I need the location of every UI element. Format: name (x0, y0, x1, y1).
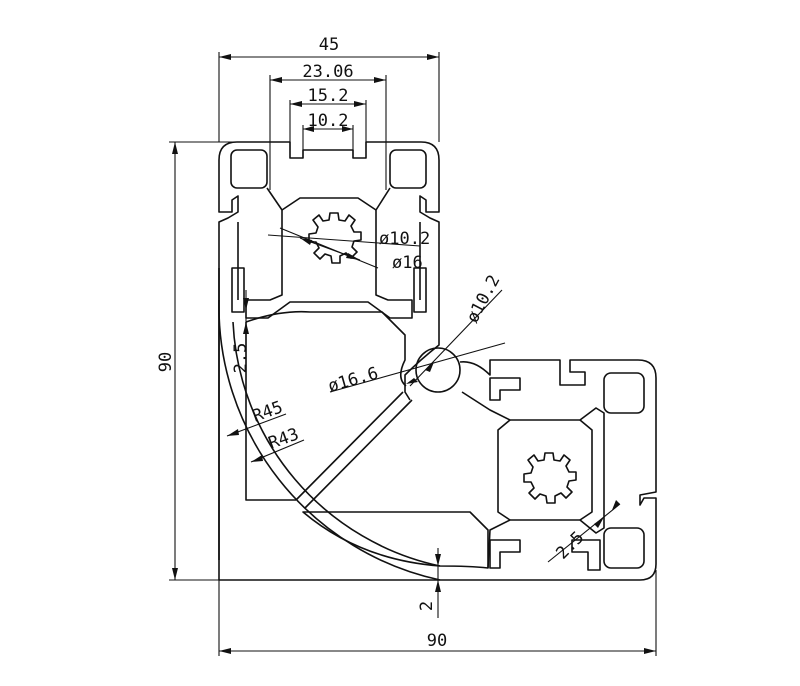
dim-r43-label: R43 (266, 424, 302, 453)
dim-bore-16-label: ø16 (392, 253, 423, 273)
dim-wall-right-label: 2.5 (552, 528, 588, 564)
dim-height-90-label: 90 (156, 352, 176, 372)
dim-r45-label: R45 (250, 397, 286, 426)
dim-wall-right: 2.5 (547, 500, 621, 564)
dim-45: 45 (218, 35, 440, 142)
dim-wall-bottom: 2 (417, 548, 441, 618)
dim-wall-left: 2.5 (231, 290, 251, 373)
dim-diag-10-2-label: ø10.2 (463, 272, 505, 327)
dim-wall-left-label: 2.5 (231, 343, 251, 374)
dim-45-label: 45 (319, 35, 339, 55)
dim-15-2-label: 15.2 (308, 86, 349, 106)
dim-wall-bottom-label: 2 (417, 601, 437, 611)
dim-width-90: 90 (218, 570, 657, 656)
dim-width-90-label: 90 (427, 631, 447, 651)
dim-10-2: 10.2 (302, 111, 354, 158)
dim-bore-diagonal: ø10.2 ø16.6 (326, 272, 506, 397)
dim-diag-16-6-label: ø16.6 (326, 363, 381, 396)
dim-bore-10-2-label: ø10.2 (379, 229, 430, 249)
profile-outline (218, 141, 657, 581)
dim-height-90: 90 (156, 141, 445, 581)
dim-bore-top: ø10.2 ø16 (267, 227, 430, 273)
dim-10-2-label: 10.2 (308, 111, 349, 131)
dim-23-06: 23.06 (269, 62, 387, 190)
dim-23-06-label: 23.06 (302, 62, 353, 82)
